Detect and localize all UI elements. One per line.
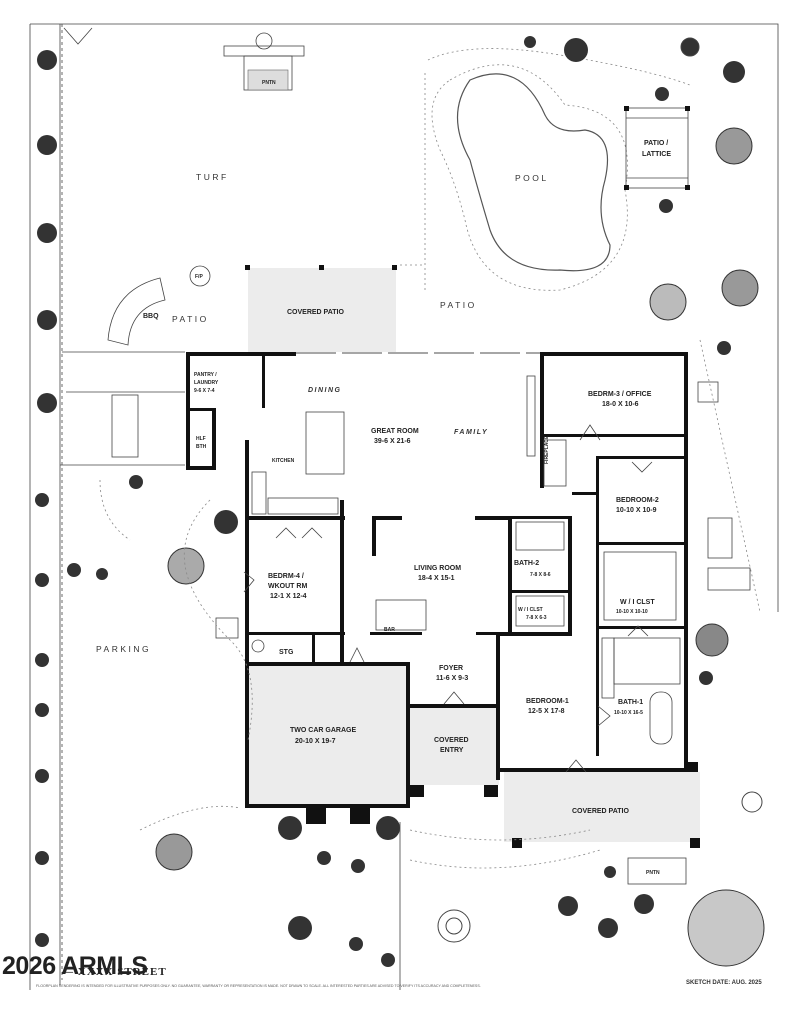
storage-label: STG <box>279 649 294 656</box>
pool-label: POOL <box>515 173 549 183</box>
firepit-label: F/P <box>195 274 203 280</box>
bath1-dim: 10-10 X 16-5 <box>614 710 643 716</box>
pantry-label-2: LAUNDRY <box>194 380 219 386</box>
bedrm4-dim: 12-1 X 12-4 <box>270 593 307 600</box>
covered-entry-label-1: COVERED <box>434 737 469 744</box>
bedroom1-label: BEDROOM-1 <box>526 698 569 705</box>
patio-right-label: PATIO <box>440 300 477 310</box>
patio-lattice-label-1: PATIO / <box>644 140 668 147</box>
bedroom2-label: BEDROOM-2 <box>616 497 659 504</box>
site-outline <box>29 23 779 990</box>
patio-left-label: PATIO <box>172 314 209 324</box>
garage-dim: 20-10 X 19-7 <box>295 738 336 745</box>
great-room-dim: 39-6 X 21-6 <box>374 438 411 445</box>
bath1-label: BATH-1 <box>618 699 643 706</box>
patio-lattice <box>624 106 690 190</box>
wi-clst-label: W / I CLST <box>620 599 655 606</box>
covered-patio-rear-label: COVERED PATIO <box>287 309 344 316</box>
pantry-dim: 9-6 X 7-4 <box>194 388 215 394</box>
fountain-front-label: PNTN <box>646 870 660 876</box>
fountain-top: PNTN <box>223 32 305 91</box>
bedrm4-label-1: BEDRM-4 / <box>268 573 304 580</box>
bedrm4-label-2: WKOUT RM <box>268 583 307 590</box>
bbq-area <box>66 265 211 458</box>
bedroom1-dim: 12-5 X 17-8 <box>528 708 565 715</box>
great-room-label: GREAT ROOM <box>371 428 419 435</box>
fixtures <box>251 375 681 745</box>
turf-label: TURF <box>196 172 229 182</box>
fireplace-label: FIREPLACE <box>544 435 550 464</box>
kitchen-label: KITCHEN <box>272 458 295 464</box>
walkways <box>99 479 601 869</box>
bar-label: BAR <box>384 627 395 633</box>
living-room-dim: 18-4 X 15-1 <box>418 575 455 582</box>
room-labels: TURF POOL PATIO / LATTICE F/P BBQ PATIO … <box>96 140 671 876</box>
half-bath-label-1: HLF <box>196 436 206 442</box>
foyer-label: FOYER <box>439 665 463 672</box>
pool <box>431 64 628 291</box>
garage-label: TWO CAR GARAGE <box>290 727 356 734</box>
wi-clst-dim: 10-10 X 10-10 <box>616 609 648 615</box>
living-room-label: LIVING ROOM <box>414 565 461 572</box>
house-floor <box>186 352 700 842</box>
covered-entry-label-2: ENTRY <box>440 747 464 754</box>
parking-label: PARKING <box>96 644 151 654</box>
wi-clst-small-label: W / I CLST <box>518 607 543 613</box>
disclaimer: FLOORPLAN RENDERING IS INTENDED FOR ILLU… <box>36 984 481 988</box>
foyer-dim: 11-6 X 9-3 <box>436 675 468 682</box>
bedrm3-label: BEDRM-3 / OFFICE <box>588 391 652 398</box>
covered-patio-rear-floor <box>248 268 396 352</box>
bath2-dim: 7-8 X 8-6 <box>530 572 551 578</box>
covered-patio-front-label: COVERED PATIO <box>572 808 629 815</box>
doors <box>243 424 653 773</box>
family-label: FAMILY <box>454 429 488 436</box>
street-label: — XXXX STREET <box>62 966 167 978</box>
bedrm3-dim: 18-0 X 10-6 <box>602 401 639 408</box>
watermark: 2026 ARMLS <box>2 952 148 980</box>
bbq-label: BBQ <box>143 313 159 320</box>
sketch-date: SKETCH DATE: AUG. 2025 <box>686 980 762 986</box>
bath2-label: BATH-2 <box>514 560 539 567</box>
fountain-top-label: PNTN <box>262 80 276 86</box>
bedroom2-dim: 10-10 X 10-9 <box>616 507 657 514</box>
walls <box>186 352 700 848</box>
patio-lattice-label-2: LATTICE <box>642 151 671 158</box>
dining-label: DINING <box>308 387 342 394</box>
wi-clst-small-dim: 7-8 X 6-3 <box>526 615 547 621</box>
landscaping <box>35 36 765 967</box>
half-bath-label-2: BTH <box>196 444 207 450</box>
pantry-label-1: PANTRY / <box>194 372 217 378</box>
